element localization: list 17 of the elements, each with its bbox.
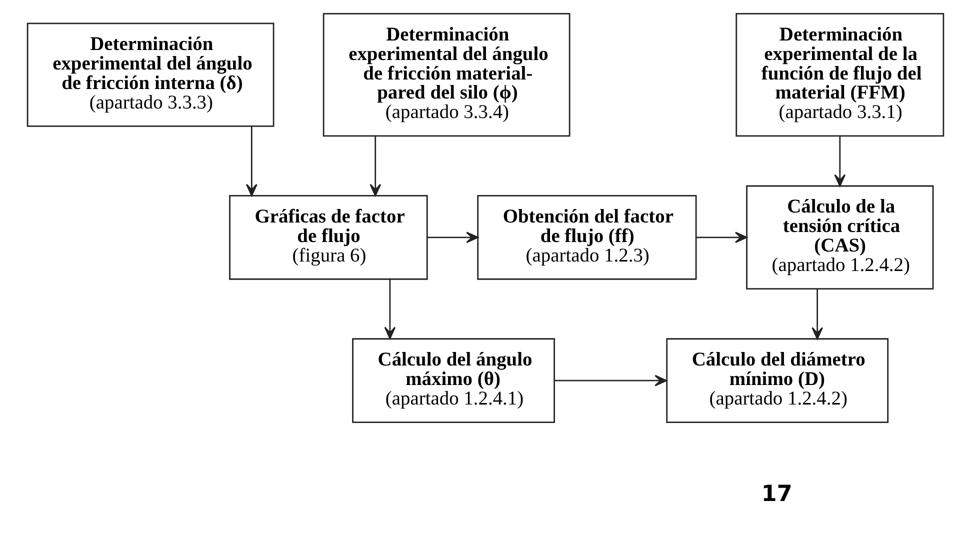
arrow [696, 232, 747, 244]
node-box: Determinación experimental del ángulo de fricción material-pared del silo (ϕ) (apartado 3.3.4) [322, 12, 570, 137]
node-box: Cálculo de la tensión crítica (CAS) (apartado 1.2.4.2) [746, 185, 934, 290]
arrow [811, 289, 823, 340]
node-box: Determinación experimental de la función de flujo del material (FFM) (apartado 3.3.1) [735, 12, 944, 137]
label: 17 [760, 481, 792, 508]
node-box: Gráficas de factor de flujo (figura 6) [228, 195, 428, 280]
arrow [384, 279, 396, 340]
node-box: Determinación experimental del ángulo de fricción interna (δ) (apartado 3.3.3) [26, 22, 274, 127]
arrow [245, 126, 257, 196]
arrow [426, 232, 478, 244]
node-box: Cálculo del diámetro mínimo (D) (apartado 1.2.4.2) [666, 338, 888, 423]
arrow [834, 136, 846, 187]
node-box: Cálculo del ángulo máximo (θ) (apartado 1.2.4.1) [352, 338, 554, 423]
arrow [369, 136, 381, 196]
arrow [554, 374, 667, 386]
node-box: Obtención del factor de flujo (ff) (apartado 1.2.3) [476, 195, 696, 280]
